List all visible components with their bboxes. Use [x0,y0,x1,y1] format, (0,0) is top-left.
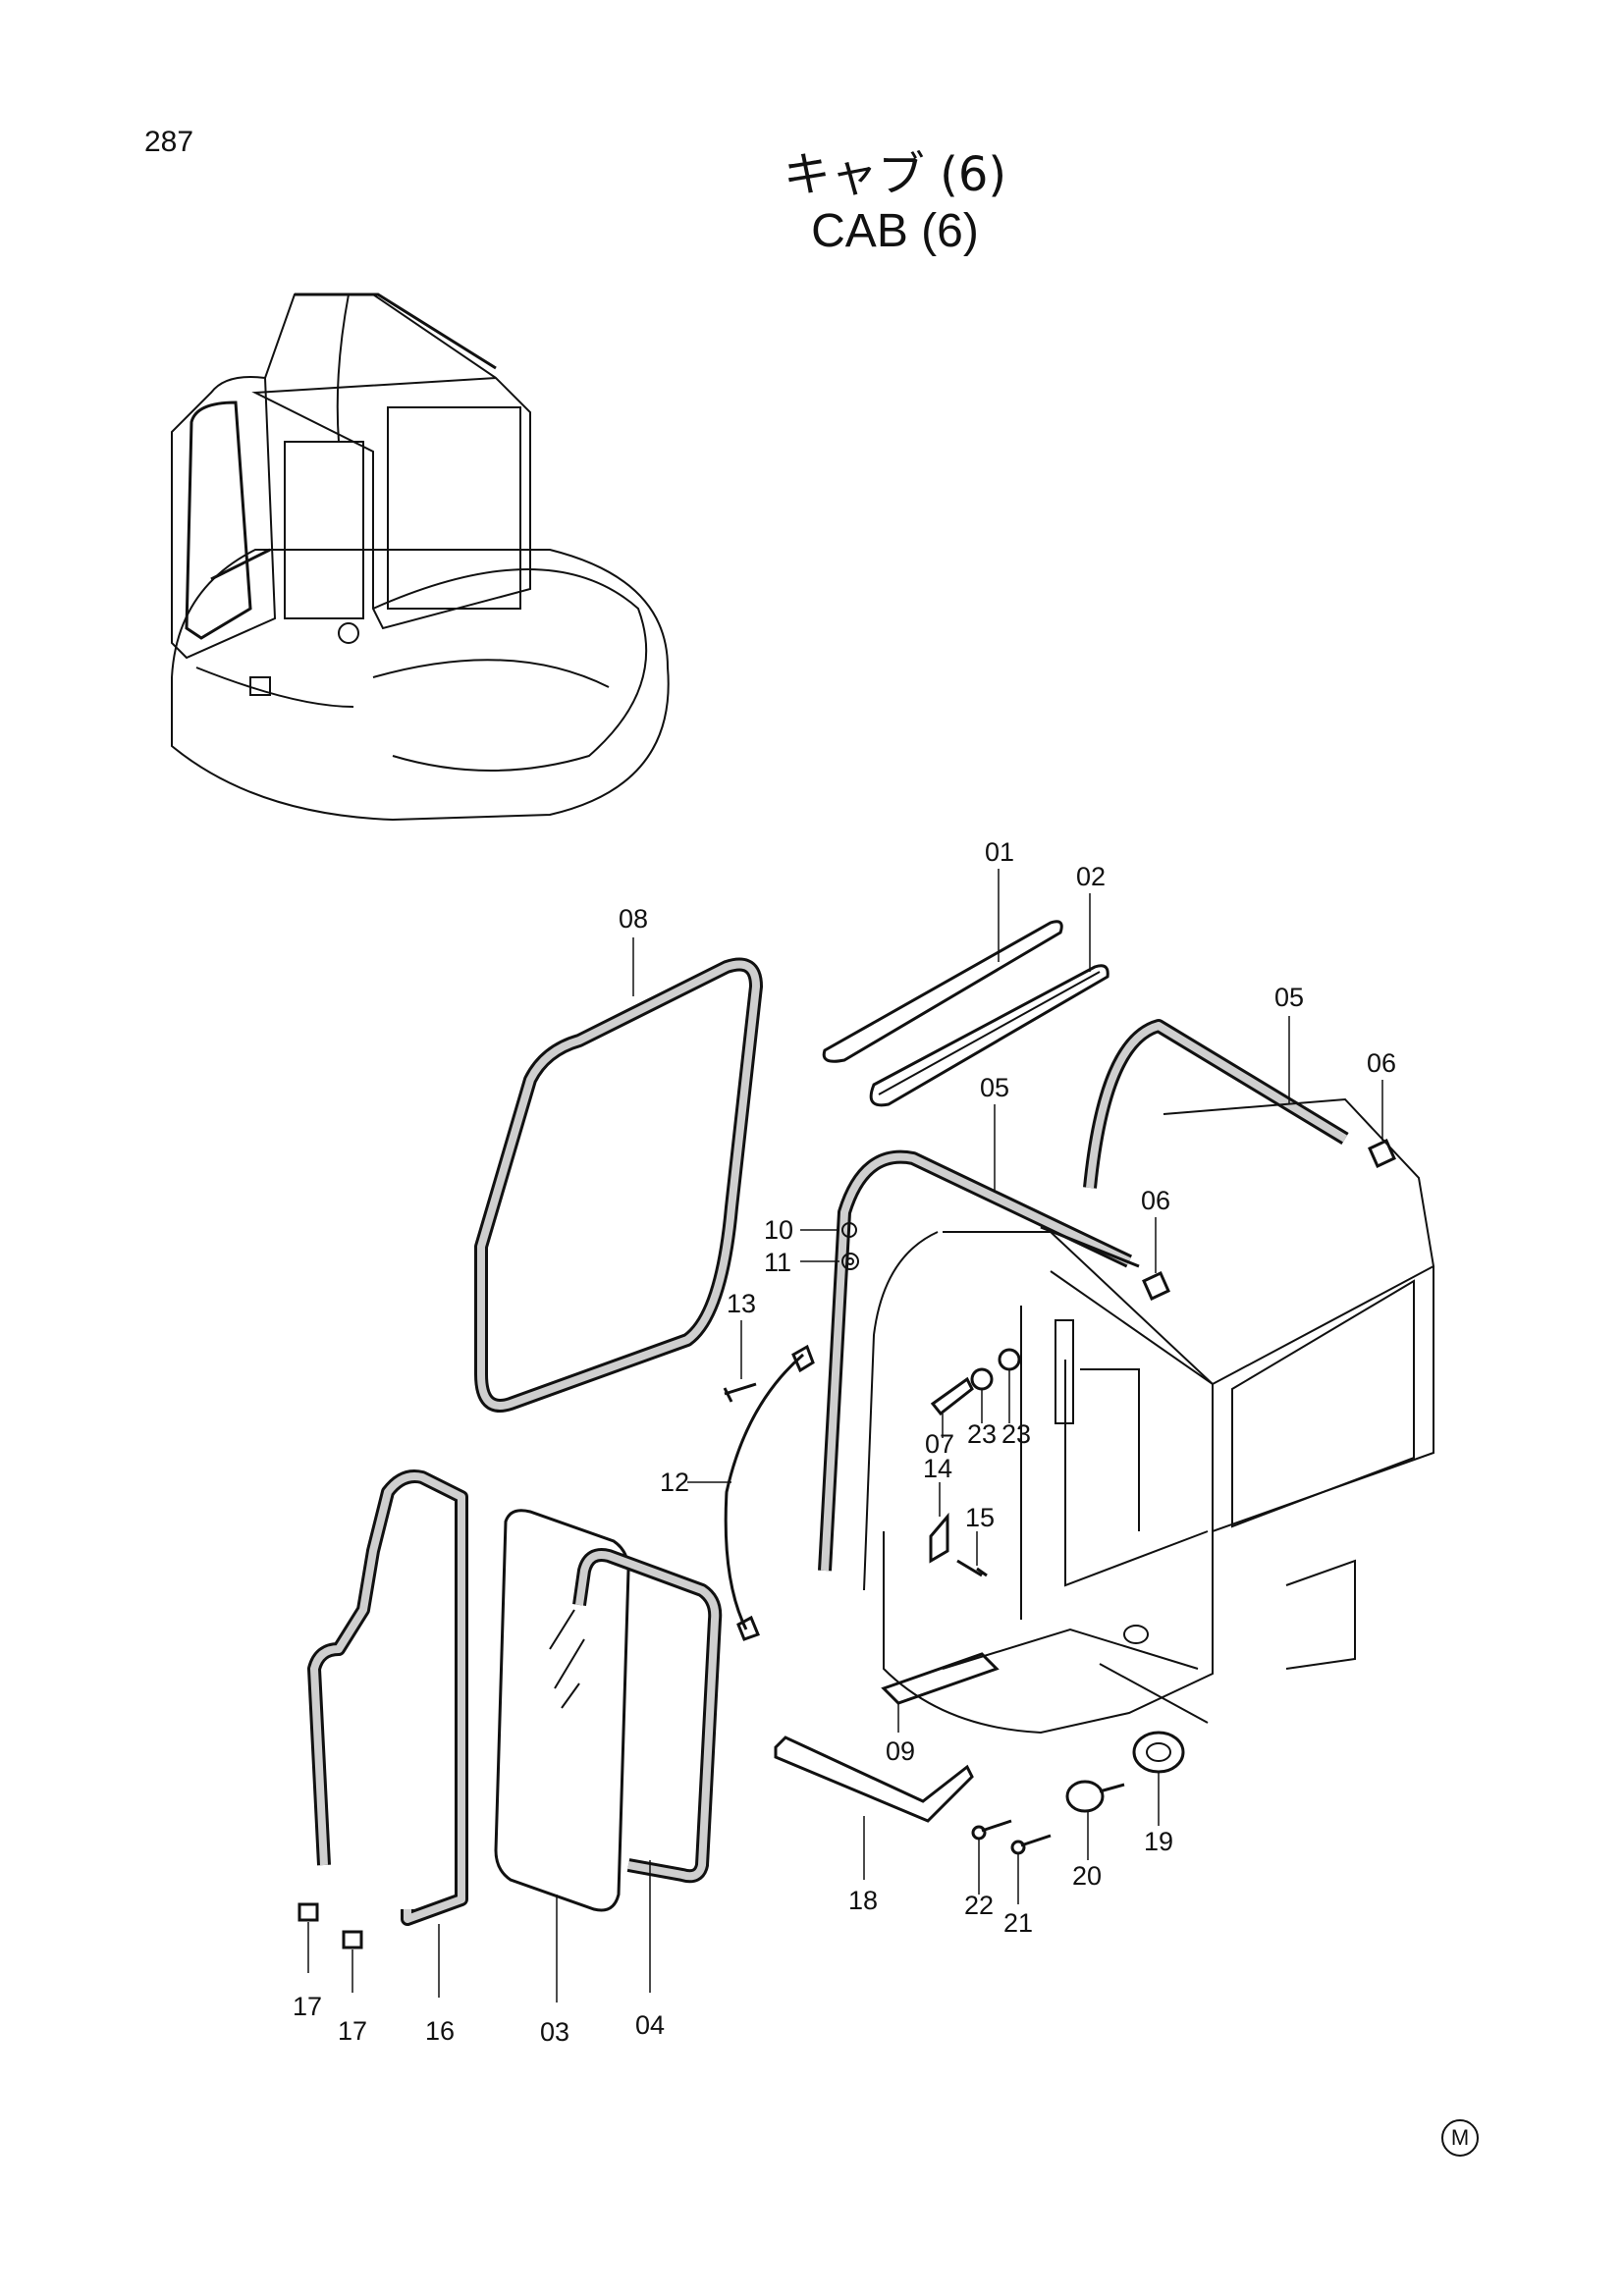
part-09-strip [881,1652,1000,1733]
label-part-19: 19 [1144,1827,1173,1856]
part-05-seal-left [818,1104,1133,1572]
page-number: 287 [144,126,194,158]
label-part-12: 12 [660,1468,689,1497]
label-part-10: 10 [764,1215,793,1245]
cab-frame [863,1097,1435,1735]
manufacturer-mark: M [1441,2119,1479,2157]
part-19-grommet [1132,1731,1185,1826]
part-11-washer [800,1253,859,1270]
label-part-17-b: 17 [338,2016,367,2046]
overview-machine-illustration [171,293,670,822]
label-part-11: 11 [764,1248,791,1277]
label-part-23-a: 23 [967,1419,997,1449]
part-05-seal-right [1083,1016,1349,1189]
part-10-screw [800,1222,857,1238]
part-06-clip-right [1368,1080,1396,1169]
page-title-english: CAB (6) [811,205,979,257]
part-21-bolt [1010,1834,1052,1904]
label-part-04: 04 [635,2010,665,2040]
label-part-15: 15 [965,1503,995,1532]
label-part-14: 14 [923,1454,952,1483]
label-part-22: 22 [964,1891,994,1920]
label-part-01: 01 [985,837,1014,867]
part-14-bracket [929,1482,949,1564]
part-22-bolt [971,1819,1012,1895]
title-block: キャブ (6) CAB (6) [0,145,1623,259]
label-part-05-right: 05 [1274,983,1304,1012]
part-20-knob [1065,1780,1125,1860]
label-part-18: 18 [848,1886,878,1915]
part-06-clip-left [1142,1217,1170,1302]
label-part-02: 02 [1076,862,1106,891]
label-part-23-b: 23 [1001,1419,1031,1449]
label-part-16: 16 [425,2016,455,2046]
part-16-door-seal [307,1469,468,1998]
part-23-cushion-a [970,1367,994,1423]
part-15-bolt [956,1531,988,1577]
label-part-03: 03 [540,2017,569,2047]
part-02-strip [869,893,1109,1107]
part-23-cushion-b [998,1348,1021,1423]
page-title-japanese: キャブ (6) [783,147,1007,202]
label-part-06-left: 06 [1141,1186,1170,1215]
part-17-cap-b [342,1930,363,1993]
part-04-glass-seal [572,1548,723,1993]
label-part-08: 08 [619,904,648,934]
part-13-bolt [723,1320,757,1403]
part-01-strip [822,869,1063,1063]
label-part-09: 09 [886,1736,915,1766]
label-part-06-right: 06 [1367,1048,1396,1078]
label-part-17-a: 17 [293,1992,322,2021]
label-part-07: 07 [925,1429,954,1459]
label-part-20: 20 [1072,1861,1102,1891]
part-08-door-seal [474,937,763,1413]
part-12-stay-rod [687,1344,815,1641]
part-03-glass [494,1509,630,2002]
label-part-05-left: 05 [980,1073,1009,1102]
label-part-21: 21 [1003,1908,1033,1938]
part-18-bracket [774,1735,974,1880]
part-07-bumper [930,1376,974,1438]
part-17-cap-a [298,1902,319,1973]
label-part-13: 13 [727,1289,756,1318]
